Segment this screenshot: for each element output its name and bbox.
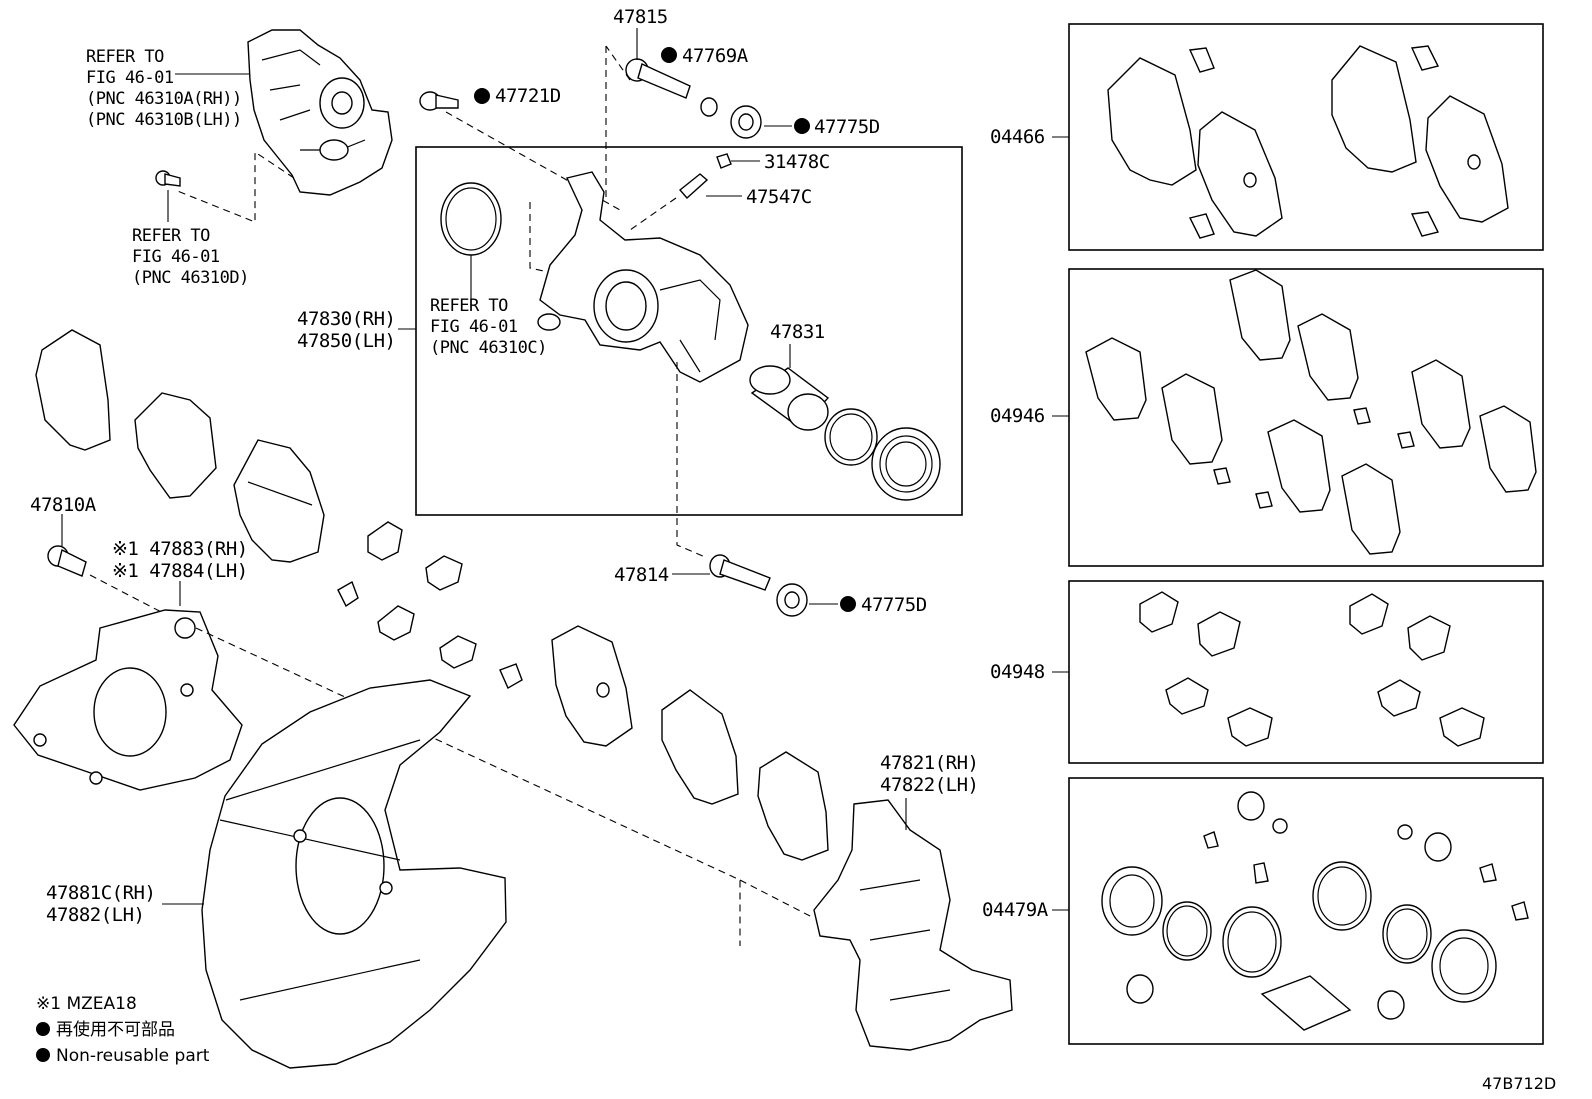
piston-boot — [871, 427, 941, 501]
label-47815: 47815 — [613, 6, 668, 28]
legend-note-1: ※1 MZEA18 — [36, 994, 137, 1014]
bolt-46310D — [155, 170, 181, 187]
label-47775D-top: 47775D — [814, 116, 880, 138]
label-47831: 47831 — [770, 321, 825, 343]
label-kit-04948: 04948 — [990, 661, 1045, 683]
label-47883: ※1 47883(RH) ※1 47884(LH) — [112, 538, 248, 582]
pad-shim-2 — [134, 392, 217, 499]
label-47881C: 47881C(RH) 47882(LH) — [46, 882, 156, 926]
guide-pin-47815 — [625, 58, 691, 99]
dust-shield-47881C — [201, 679, 507, 1069]
diagram-code: 47B712D — [1482, 1074, 1557, 1093]
legend-non-reusable-jp: 再使用不可部品 — [36, 1020, 175, 1040]
pad-shim-1 — [35, 329, 111, 451]
label-47821: 47821(RH) 47822(LH) — [880, 752, 979, 796]
legend-jp-text: 再使用不可部品 — [56, 1020, 175, 1040]
pad-shim-4 — [757, 751, 829, 861]
legend-non-reusable-en: Non-reusable part — [36, 1046, 209, 1066]
kit-04479A-seals — [1101, 791, 1529, 1031]
refer-to-fig-46310D: REFER TO FIG 46-01 (PNC 46310D) — [132, 226, 249, 288]
pad-support-clips — [337, 521, 523, 689]
label-kit-04479A: 04479A — [982, 899, 1048, 921]
non-reusable-dot — [474, 88, 490, 104]
label-31478C: 31478C — [764, 151, 830, 173]
label-kit-04946: 04946 — [990, 405, 1045, 427]
kit-04946-shims — [1085, 269, 1537, 555]
kit-04948-clips — [1139, 591, 1485, 747]
o-ring-seal — [440, 182, 502, 256]
label-47830: 47830(RH) 47850(LH) — [297, 308, 396, 352]
label-47721D: 47721D — [495, 85, 561, 107]
bolt-47721D — [419, 91, 459, 111]
brake-pad-left — [233, 439, 325, 563]
legend-en-text: Non-reusable part — [56, 1046, 210, 1066]
piston-47831 — [749, 365, 830, 431]
bleeder-47547C — [678, 173, 709, 199]
label-47814: 47814 — [614, 564, 669, 586]
caliper-mounting-47821 — [813, 799, 1013, 1051]
caliper-motor-assembly — [247, 29, 393, 196]
refer-to-fig-46310C: REFER TO FIG 46-01 (PNC 46310C) — [430, 296, 547, 358]
boot-47775D-top — [730, 105, 762, 139]
ring-47769A — [700, 97, 718, 117]
kit-box-04479A — [1068, 777, 1544, 1045]
kit-box-04946 — [1068, 268, 1544, 567]
non-reusable-dot-icon — [36, 1048, 50, 1062]
label-47769A: 47769A — [682, 45, 748, 67]
label-kit-04466: 04466 — [990, 126, 1045, 148]
boot-47775D-bottom — [776, 583, 808, 617]
bracket-47883 — [13, 609, 243, 791]
grease-packet — [1260, 975, 1352, 1031]
caliper-body — [537, 171, 749, 383]
non-reusable-dot-icon — [36, 1022, 50, 1036]
kit-04466-pads — [1107, 45, 1509, 239]
pad-shim-3 — [661, 689, 739, 805]
refer-to-fig-46310A: REFER TO FIG 46-01 (PNC 46310A(RH)) (PNC… — [86, 47, 242, 130]
cap-31478C — [716, 153, 732, 169]
label-47775D-bottom: 47775D — [861, 594, 927, 616]
caliper-box — [415, 146, 963, 516]
brake-pad-center — [551, 625, 633, 747]
guide-pin-47814 — [709, 554, 771, 591]
bolt-47810A — [47, 545, 87, 577]
piston-seal — [824, 408, 878, 466]
label-47810A: 47810A — [30, 494, 96, 516]
label-47547C: 47547C — [746, 186, 812, 208]
